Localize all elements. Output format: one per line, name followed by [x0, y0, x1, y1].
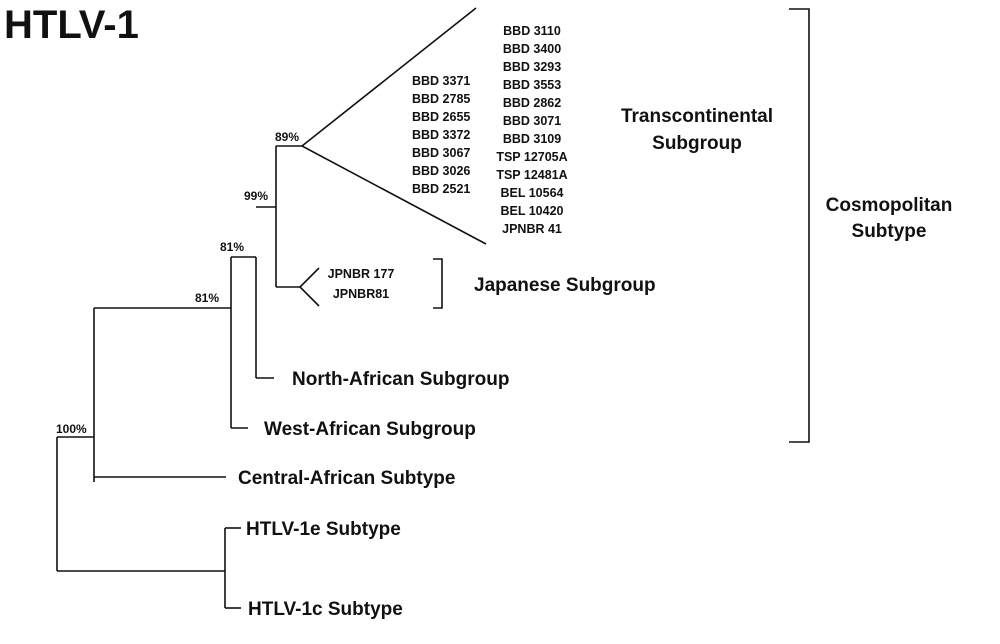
leaf-label: BBD 3071 [503, 114, 561, 128]
leaf-label: BEL 10420 [500, 204, 563, 218]
central-african-label: Central-African Subtype [238, 468, 455, 489]
cosmopolitan-bracket [789, 8, 810, 443]
transcontinental-label-line2: Subgroup [652, 133, 742, 154]
leaf-label: BBD 3293 [503, 60, 561, 74]
leaf-label: BBD 2521 [412, 182, 470, 196]
north-african-label: North-African Subgroup [292, 369, 509, 390]
west-african-label: West-African Subgroup [264, 419, 476, 440]
figure-title: HTLV-1 [4, 3, 139, 47]
leaf-label: BBD 2785 [412, 92, 470, 106]
bootstrap-root: 100% [56, 422, 87, 436]
leaf-label: BBD 3026 [412, 164, 470, 178]
transcontinental-leaves-right: BBD 3110 BBD 3400 BBD 3293 BBD 3553 BBD … [496, 24, 567, 236]
leaf-label: BBD 3372 [412, 128, 470, 142]
leaf-label: BEL 10564 [500, 186, 563, 200]
leaf-label: BBD 2655 [412, 110, 470, 124]
leaf-label: JPNBR81 [333, 287, 389, 301]
htlv1e-label: HTLV-1e Subtype [246, 519, 401, 540]
bootstrap-node-b: 81% [220, 240, 244, 254]
japanese-subgroup-label: Japanese Subgroup [474, 275, 656, 296]
transcontinental-triangle [300, 7, 487, 245]
leaf-label: JPNBR 177 [328, 267, 395, 281]
leaf-label: BBD 2862 [503, 96, 561, 110]
leaf-label: BBD 3400 [503, 42, 561, 56]
leaf-label: BBD 3067 [412, 146, 470, 160]
leaf-label: JPNBR 41 [502, 222, 562, 236]
leaf-label: TSP 12481A [496, 168, 567, 182]
bootstrap-values: 100% 81% 81% 99% 89% [56, 130, 299, 436]
bootstrap-node-c: 99% [244, 189, 268, 203]
transcontinental-label-line1: Transcontinental [621, 106, 773, 127]
cosmopolitan-label-line2: Subtype [852, 221, 927, 242]
transcontinental-leaves-left: BBD 3371 BBD 2785 BBD 2655 BBD 3372 BBD … [412, 74, 470, 196]
htlv1c-label: HTLV-1c Subtype [248, 599, 403, 620]
leaf-label: BBD 3553 [503, 78, 561, 92]
leaf-label: BBD 3110 [503, 24, 561, 38]
cosmopolitan-label-line1: Cosmopolitan [826, 195, 953, 216]
bootstrap-node-a: 81% [195, 291, 219, 305]
branch-japanese-fork [298, 267, 320, 307]
leaf-label: TSP 12705A [496, 150, 567, 164]
leaf-label: BBD 3109 [503, 132, 561, 146]
japanese-bracket [433, 258, 443, 309]
tree-branches [56, 7, 487, 609]
bootstrap-node-d: 89% [275, 130, 299, 144]
leaf-label: BBD 3371 [412, 74, 470, 88]
